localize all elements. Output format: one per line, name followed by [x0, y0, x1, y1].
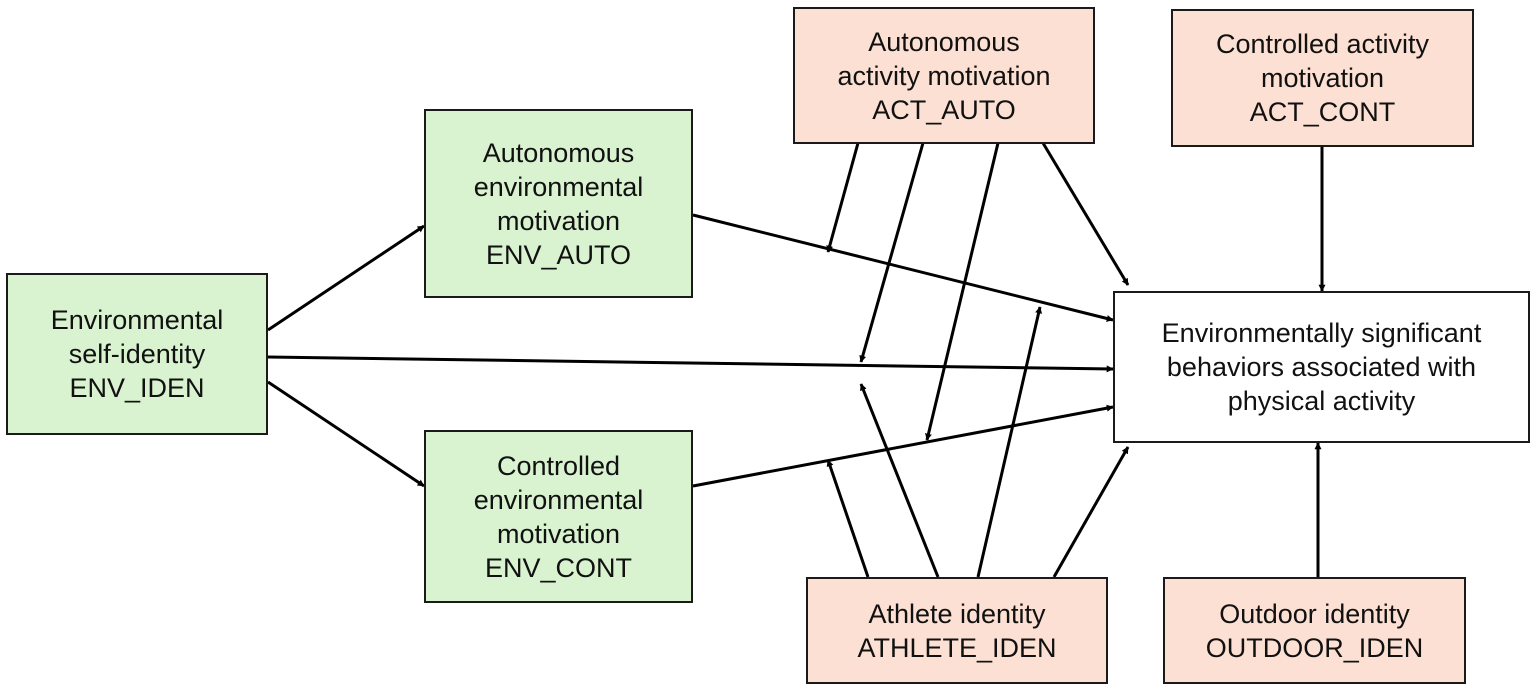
arrow-athlete-moderates-env-auto-path [976, 306, 1043, 578]
node-act-cont-line-3: ACT_CONT [1249, 97, 1396, 127]
node-env-auto-line-3: motivation [496, 205, 621, 236]
node-act-cont: Controlled activity motivation ACT_CONT [1171, 9, 1474, 147]
node-act-cont-line-1: Controlled activity [1215, 29, 1430, 59]
arrow-athlete-moderates-env-cont-path [826, 459, 870, 578]
node-act-auto-line-3: ACT_AUTO [872, 94, 1016, 125]
node-outdoor-iden-line-1: Outdoor identity [1219, 598, 1410, 629]
arrow-env-auto-to-behaviors [692, 213, 1114, 322]
arrow-env-cont-to-behaviors [692, 404, 1114, 488]
node-env-iden-line-1: Environmental [50, 305, 224, 335]
node-env-auto-line-1: Autonomous [482, 137, 635, 168]
node-act-auto: Autonomous activity motivation ACT_AUTO [793, 7, 1095, 144]
arrow-athlete-iden-to-behaviors [1052, 446, 1130, 578]
node-act-auto-line-1: Autonomous [868, 26, 1020, 57]
node-behaviors: Environmentally significant behaviors as… [1113, 291, 1530, 443]
arrow-env-iden-to-env-auto [267, 224, 425, 332]
arrow-act-auto-moderates-env-auto-path [826, 142, 860, 253]
node-env-iden-line-2: self-identity [68, 339, 206, 369]
node-env-iden-line-3: ENV_IDEN [69, 373, 205, 403]
node-env-cont-line-4: ENV_CONT [484, 552, 633, 583]
node-env-auto: Autonomous environmental motivation ENV_… [424, 109, 693, 298]
arrow-act-auto-moderates-env-cont-path [925, 142, 1000, 441]
node-act-cont-line-2: motivation [1260, 63, 1385, 93]
arrow-act-auto-moderates-env-iden-path [859, 142, 925, 363]
node-athlete-iden: Athlete identity ATHLETE_IDEN [806, 577, 1108, 684]
node-behaviors-line-1: Environmentally significant [1161, 318, 1482, 348]
arrow-env-iden-to-behaviors [267, 355, 1114, 373]
node-env-cont-line-2: environmental [473, 484, 644, 515]
arrow-act-auto-to-behaviors [1041, 142, 1130, 286]
node-env-auto-line-2: environmental [473, 171, 644, 202]
node-env-cont-line-1: Controlled [496, 450, 621, 481]
node-behaviors-line-3: physical activity [1227, 386, 1416, 416]
node-act-auto-line-2: activity motivation [837, 60, 1051, 91]
node-behaviors-line-2: behaviors associated with [1166, 352, 1477, 382]
arrow-env-iden-to-env-cont [267, 380, 425, 488]
node-outdoor-iden: Outdoor identity OUTDOOR_IDEN [1163, 577, 1466, 684]
node-env-auto-line-4: ENV_AUTO [485, 239, 632, 270]
node-athlete-iden-line-2: ATHLETE_IDEN [857, 632, 1057, 663]
node-athlete-iden-line-1: Athlete identity [868, 598, 1046, 629]
node-env-cont: Controlled environmental motivation ENV_… [424, 430, 693, 603]
node-outdoor-iden-line-2: OUTDOOR_IDEN [1205, 632, 1424, 663]
arrow-athlete-moderates-env-iden-path [859, 383, 940, 578]
node-env-iden: Environmental self-identity ENV_IDEN [6, 273, 268, 435]
node-env-cont-line-3: motivation [496, 518, 621, 549]
